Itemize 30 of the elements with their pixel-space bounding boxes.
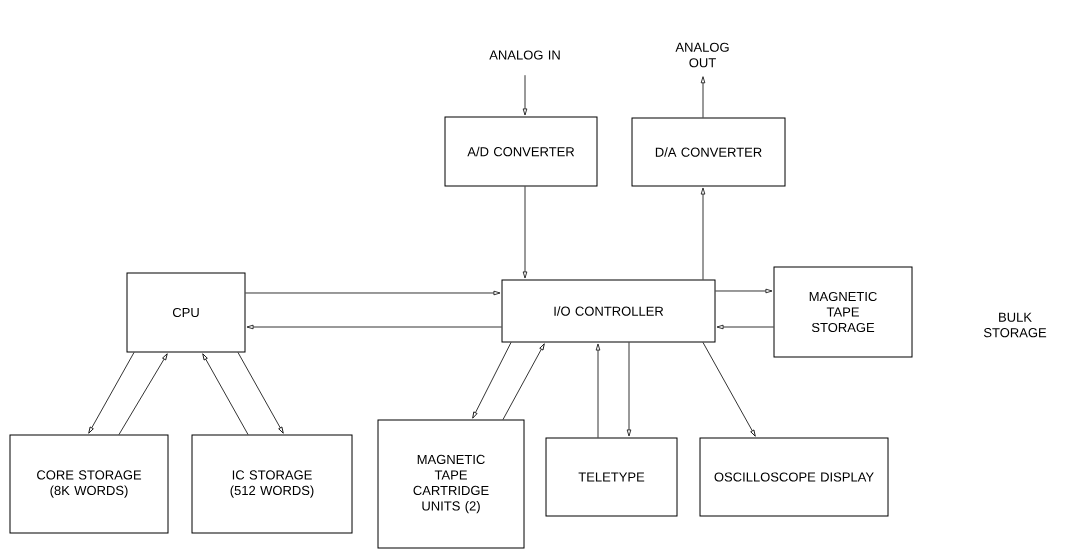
arrow [522, 186, 528, 279]
process-box: IC STORAGE (512 WORDS) [191, 434, 353, 534]
process-box: I/O CONTROLLER [501, 279, 716, 343]
arrow [88, 352, 135, 434]
arrow [245, 290, 501, 296]
process-box: CPU [126, 272, 246, 353]
signal-label: ANALOG IN [489, 50, 560, 60]
arrow [118, 353, 168, 435]
arrow [700, 76, 706, 118]
arrow [626, 342, 632, 437]
process-box: OSCILLOSCOPE DISPLAY [699, 437, 889, 517]
side-label: BULK STORAGE [983, 312, 1047, 338]
process-box: A/D CONVERTER [444, 116, 598, 187]
signal-label: ANALOG OUT [675, 42, 729, 68]
process-box: MAGNETIC TAPE CARTRIDGE UNITS (2) [377, 419, 525, 549]
arrow [472, 342, 512, 419]
arrow [715, 288, 773, 294]
arrow [246, 324, 502, 330]
process-box: D/A CONVERTER [631, 117, 786, 187]
process-box: CORE STORAGE (8K WORDS) [9, 434, 169, 534]
arrow [595, 343, 601, 438]
process-box: TELETYPE [545, 437, 678, 517]
process-box: MAGNETIC TAPE STORAGE [773, 266, 913, 358]
arrow [237, 352, 284, 434]
arrow [522, 74, 528, 116]
arrow [700, 187, 706, 280]
arrow [202, 353, 249, 435]
arrow [716, 324, 774, 330]
arrow [502, 343, 545, 420]
arrow [702, 342, 756, 437]
